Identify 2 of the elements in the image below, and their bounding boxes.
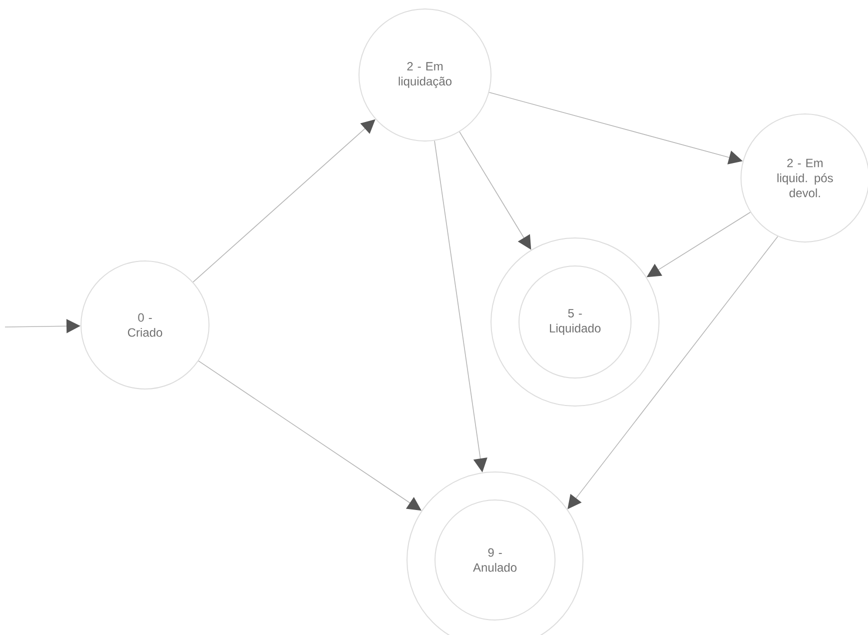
- arrow: [192, 119, 376, 282]
- arrow: [646, 212, 751, 278]
